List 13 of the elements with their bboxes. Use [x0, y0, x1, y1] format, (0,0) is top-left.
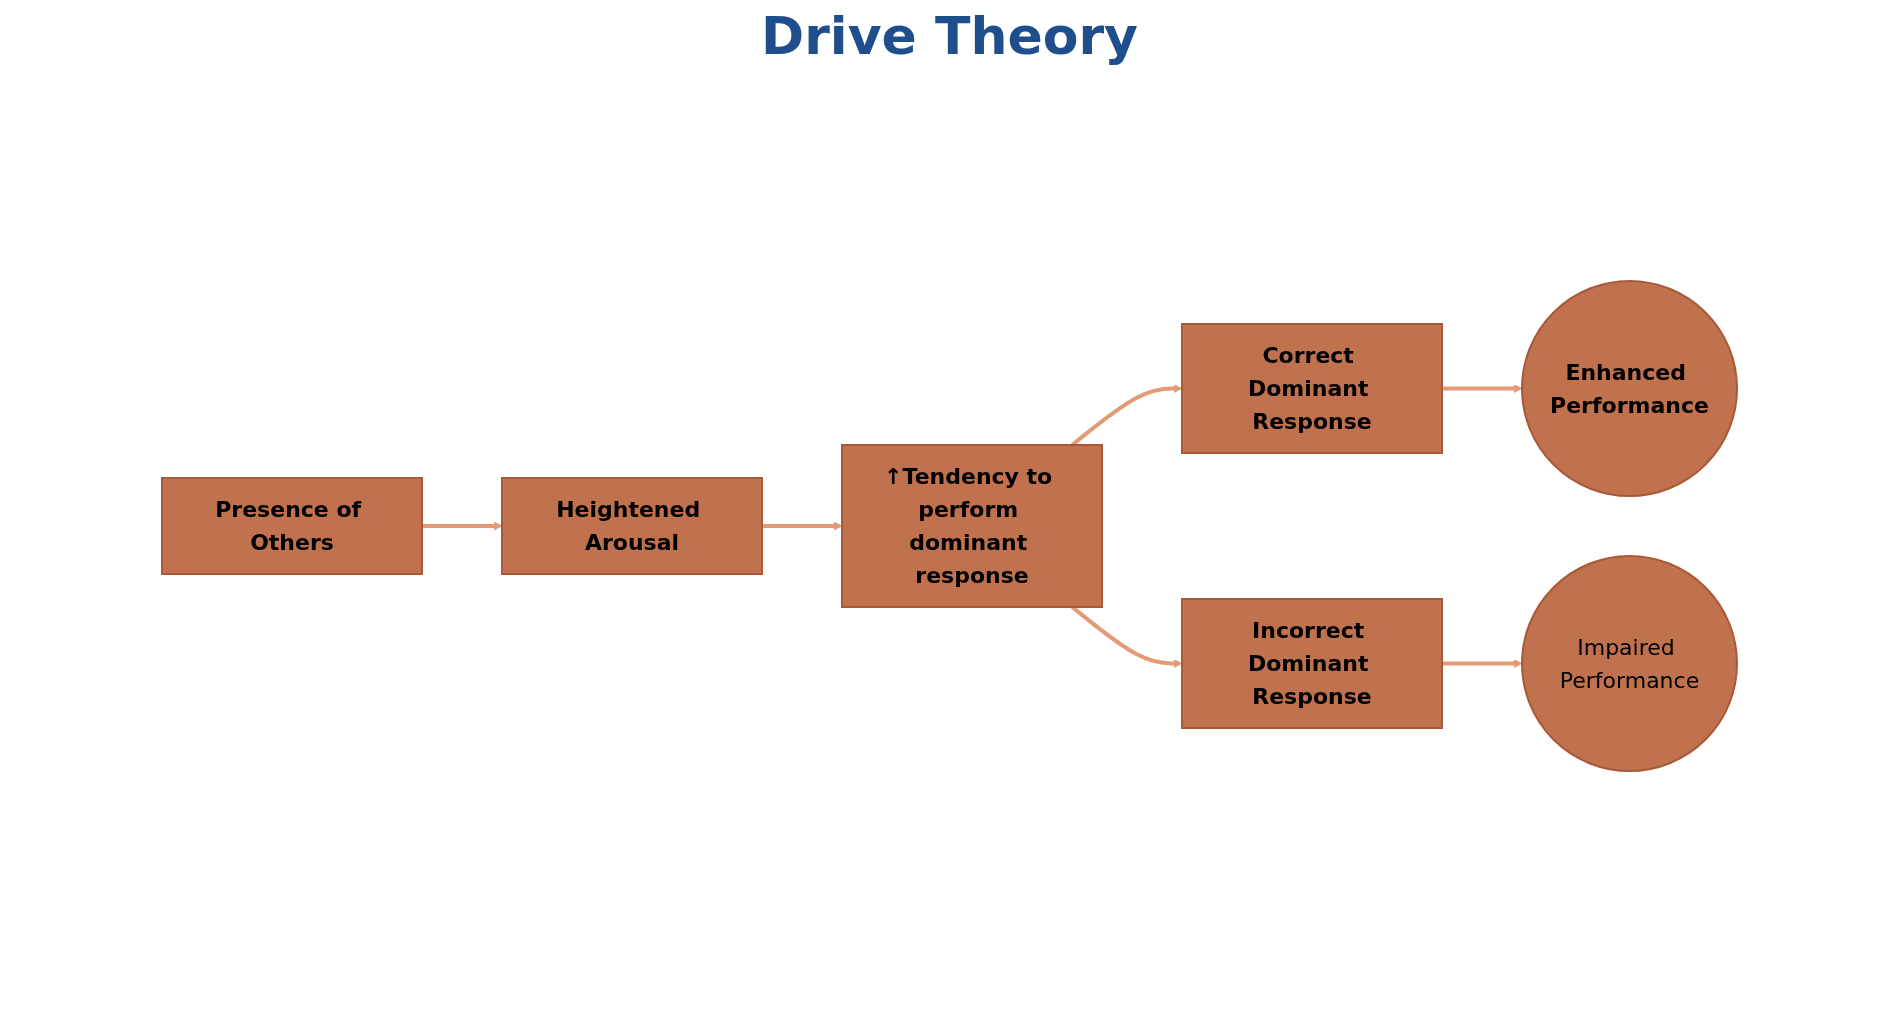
node-box: Incorrect Dominant Response: [1181, 598, 1443, 729]
node-box: Presence of Others: [161, 477, 423, 575]
arrow: [1070, 384, 1183, 447]
node-circle: Enhanced Performance: [1521, 280, 1738, 497]
arrow: [422, 521, 503, 531]
arrow: [1442, 659, 1523, 668]
node-circle: Impaired Performance: [1521, 555, 1738, 772]
node-box: Heightened Arousal: [501, 477, 763, 575]
node-box: ↑Tendency to perform dominant response: [841, 444, 1103, 608]
diagram-title: Drive Theory: [760, 6, 1139, 66]
node-box: Correct Dominant Response: [1181, 323, 1443, 454]
arrow: [1442, 384, 1523, 393]
arrow: [762, 521, 843, 531]
